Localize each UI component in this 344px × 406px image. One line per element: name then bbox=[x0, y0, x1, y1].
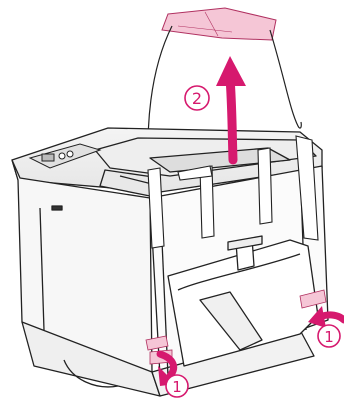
step-2-badge: 2 bbox=[185, 86, 209, 110]
step-1-number: 1 bbox=[172, 378, 182, 396]
step-1-badge-bottom: 1 bbox=[166, 375, 188, 397]
step-2-number: 2 bbox=[192, 89, 202, 108]
step-1-badge-right: 1 bbox=[318, 325, 340, 347]
protective-sheet bbox=[162, 8, 276, 40]
step-1-number: 1 bbox=[324, 328, 334, 346]
